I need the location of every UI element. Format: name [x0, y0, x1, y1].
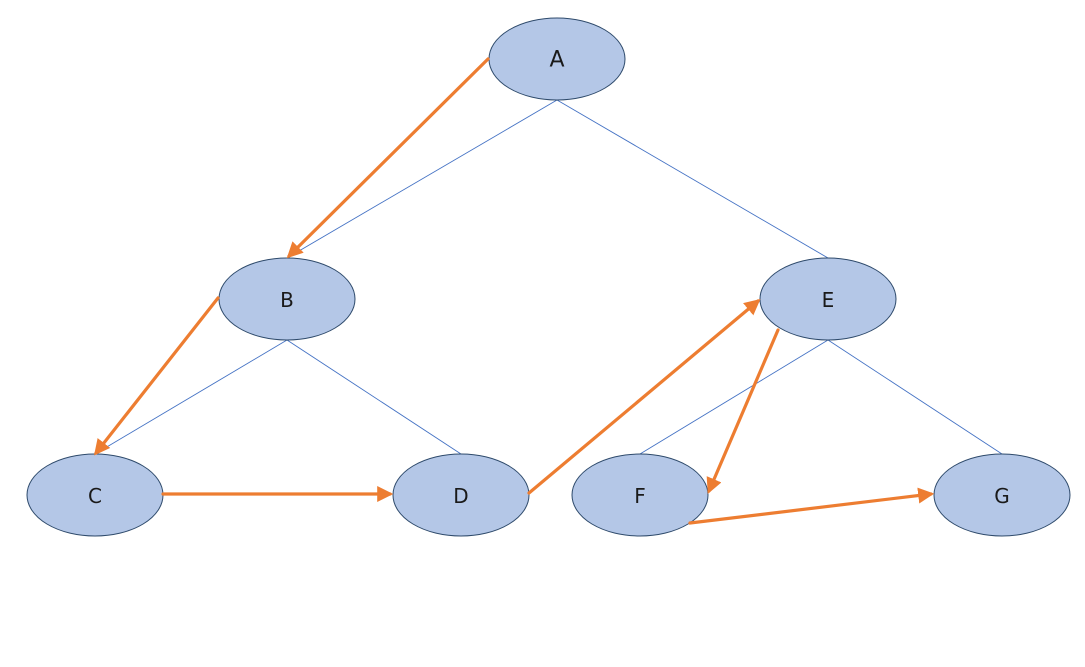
node-label-f: F [634, 484, 646, 508]
node-e: E [759, 257, 897, 341]
node-d: D [392, 453, 530, 537]
node-label-e: E [822, 288, 835, 312]
tree-edge-b-d [286, 339, 462, 455]
tree-edge-a-e [556, 99, 829, 259]
tree-edge-a-b [286, 99, 558, 259]
node-a: A [488, 17, 626, 101]
node-label-d: D [453, 484, 468, 508]
traversal-arrow-d-e [527, 298, 761, 495]
tree-edge-e-g [827, 339, 1003, 455]
node-c: C [26, 453, 164, 537]
traversal-arrow-f-g [688, 487, 935, 525]
tree-edge-b-c [94, 339, 288, 455]
node-label-c: C [88, 484, 102, 508]
node-g: G [933, 453, 1071, 537]
node-f: F [571, 453, 709, 537]
node-label-a: A [549, 48, 564, 73]
traversal-arrow-a-b [286, 57, 490, 259]
tree-nodes: A B C D E F G [26, 17, 1071, 537]
traversal-arrows [94, 57, 935, 525]
node-label-g: G [994, 484, 1010, 508]
node-b: B [218, 257, 356, 341]
tree-edge-e-f [639, 339, 829, 455]
node-label-b: B [280, 288, 294, 312]
tree-edges [94, 99, 1003, 455]
node-ellipse-f [571, 453, 709, 537]
traversal-arrow-e-f [706, 328, 780, 494]
traversal-arrow-b-c [94, 296, 220, 456]
